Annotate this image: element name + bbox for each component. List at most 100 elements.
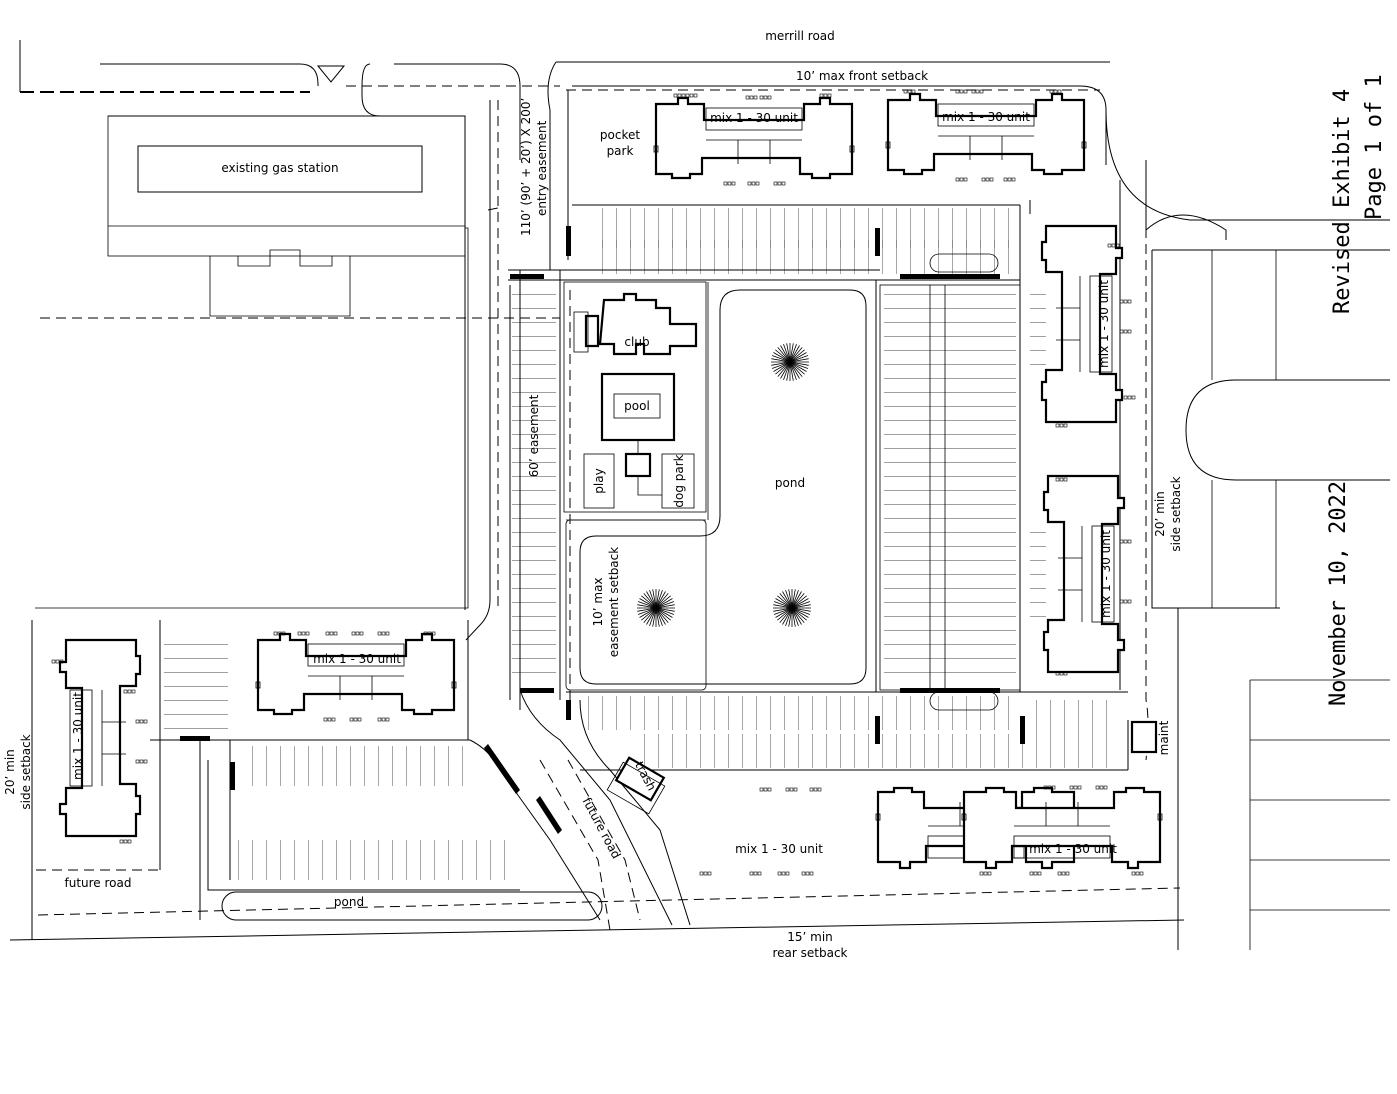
window-mark xyxy=(333,631,338,636)
tree-ray xyxy=(779,607,793,623)
window-mark xyxy=(1123,299,1128,304)
window-mark xyxy=(273,631,278,636)
exhibit-title: Revised Exhibit 4 xyxy=(1330,89,1355,314)
window-mark xyxy=(355,631,360,636)
tree-ray xyxy=(782,607,793,625)
window-mark xyxy=(349,717,354,722)
window-mark xyxy=(1099,785,1104,790)
window-mark xyxy=(983,871,988,876)
unit-label-bottom-center: mix 1 - 30 unit xyxy=(735,842,823,856)
window-mark xyxy=(1065,871,1070,876)
tree-ray xyxy=(649,607,657,627)
tree-ray xyxy=(789,358,809,363)
tree-ray xyxy=(791,607,799,627)
tree-ray xyxy=(791,593,805,609)
window-mark xyxy=(1119,599,1124,604)
window-mark xyxy=(1059,477,1064,482)
window-mark xyxy=(813,787,818,792)
window-mark xyxy=(1033,871,1038,876)
window-mark xyxy=(817,787,822,792)
tree-ray xyxy=(637,607,657,612)
side-setback-left-label-1: 20’ min xyxy=(3,749,17,795)
window-mark xyxy=(1095,785,1100,790)
window-mark xyxy=(699,871,704,876)
window-mark xyxy=(975,89,980,94)
window-mark xyxy=(329,631,334,636)
tree-ray xyxy=(789,343,797,363)
maint-label: maint xyxy=(1157,720,1171,755)
tree-ray xyxy=(646,591,657,609)
window-mark xyxy=(1123,539,1128,544)
window-mark xyxy=(707,871,712,876)
tree-ray xyxy=(783,343,791,363)
tree-ray xyxy=(789,345,800,363)
window-mark xyxy=(1077,785,1082,790)
tree-ray xyxy=(791,607,802,625)
unit-label-left-mid: mix 1 - 30 unit xyxy=(313,652,401,666)
window-mark xyxy=(135,719,140,724)
building-top-left xyxy=(652,96,856,180)
pond-label-south: pond xyxy=(334,895,364,909)
pond xyxy=(566,282,867,685)
page-number: Page 1 of 1 xyxy=(1362,74,1387,220)
tree-ray xyxy=(639,607,657,618)
window-mark xyxy=(1003,177,1008,182)
rear-setback-label-2: rear setback xyxy=(772,946,847,960)
tree-ray xyxy=(775,361,791,375)
window-mark xyxy=(809,787,814,792)
window-mark xyxy=(301,631,306,636)
window-mark xyxy=(139,759,144,764)
window-mark xyxy=(777,871,782,876)
maintenance-building xyxy=(1130,720,1158,754)
window-mark xyxy=(911,89,916,94)
club-label: club xyxy=(624,335,649,349)
window-mark xyxy=(1063,423,1068,428)
tree-ray xyxy=(652,607,657,627)
building-top-right xyxy=(884,92,1088,176)
window-mark xyxy=(359,631,364,636)
window-mark xyxy=(1107,243,1112,248)
window-mark xyxy=(693,93,698,98)
date-label: November 10, 2022 xyxy=(1326,481,1351,706)
window-mark xyxy=(1057,89,1062,94)
unit-label-top-right: mix 1 - 30 unit xyxy=(942,110,1030,124)
tree-ray xyxy=(655,607,671,621)
window-mark xyxy=(381,631,386,636)
window-mark xyxy=(1119,299,1124,304)
tree-ray xyxy=(773,361,791,372)
tree-ray xyxy=(791,607,796,627)
window-mark xyxy=(801,871,806,876)
tree-ray xyxy=(789,347,803,363)
window-mark xyxy=(1131,395,1136,400)
pocket-park-label-2: park xyxy=(607,144,634,158)
window-mark xyxy=(1061,871,1066,876)
tree-ray xyxy=(788,589,793,609)
tree-ray xyxy=(777,347,791,363)
window-mark xyxy=(331,717,336,722)
entry-easement-label-2: entry easement xyxy=(535,120,549,216)
window-mark xyxy=(763,787,768,792)
merrill-road-label: merrill road xyxy=(765,29,835,43)
tree-ray xyxy=(788,607,793,627)
tree-ray xyxy=(785,589,793,609)
tree-ray xyxy=(637,604,657,609)
window-mark xyxy=(385,631,390,636)
tree-ray xyxy=(641,607,657,621)
window-mark xyxy=(1057,871,1062,876)
window-mark xyxy=(959,89,964,94)
tree-ray xyxy=(771,358,791,363)
window-mark xyxy=(979,871,984,876)
tree-ray xyxy=(789,361,805,375)
window-mark xyxy=(759,95,764,100)
window-mark xyxy=(773,181,778,186)
window-mark xyxy=(1073,785,1078,790)
window-mark xyxy=(827,93,832,98)
window-mark xyxy=(297,631,302,636)
window-mark xyxy=(753,95,758,100)
window-mark xyxy=(1047,785,1052,790)
window-mark xyxy=(985,177,990,182)
window-mark xyxy=(781,871,786,876)
window-mark xyxy=(1123,329,1128,334)
window-mark xyxy=(805,871,810,876)
tree-ray xyxy=(789,343,794,363)
